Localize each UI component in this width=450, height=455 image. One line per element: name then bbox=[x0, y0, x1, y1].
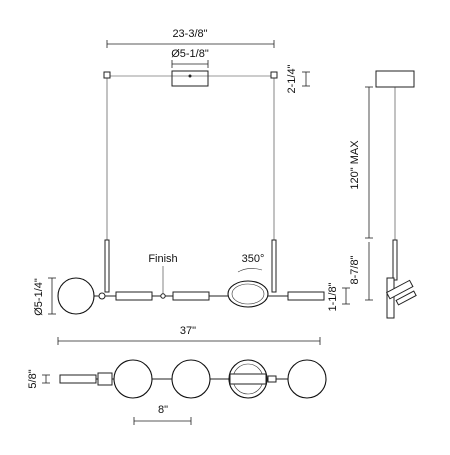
finish-label: Finish bbox=[148, 253, 177, 265]
globe-diameter-label: Ø5-1/4" bbox=[33, 278, 45, 316]
rotation-label: 350° bbox=[242, 253, 265, 265]
depth-label: 5/8" bbox=[27, 369, 39, 388]
total-width-label: 37" bbox=[180, 325, 196, 337]
globe-front-left bbox=[57, 277, 95, 315]
sleeve-2 bbox=[172, 291, 210, 301]
plan-sleeve bbox=[59, 374, 97, 384]
canopy-width-label: 23-3/8" bbox=[172, 28, 207, 40]
globe-plan-4 bbox=[287, 359, 327, 399]
sleeve-1 bbox=[115, 291, 153, 301]
canopy-diameter-label: Ø5-1/8" bbox=[171, 48, 209, 60]
side-height-label: 8-7/8" bbox=[349, 255, 361, 284]
front-elevation: 23-3/8" Ø5-1/8" 2-1/4" Finish 350° bbox=[33, 28, 350, 345]
canopy-height-label: 2-1/4" bbox=[286, 64, 298, 93]
side-elevation: 120" MAX 8-7/8" bbox=[349, 70, 417, 319]
globe-plan-2 bbox=[171, 359, 211, 399]
canopy bbox=[171, 70, 209, 87]
plan-view: 5/8" 8" bbox=[27, 359, 327, 425]
spacing-label: 8" bbox=[158, 404, 168, 416]
bar-height-label: 1-1/8" bbox=[327, 282, 339, 311]
globe-front-rotated bbox=[227, 280, 269, 308]
rotation-arrow-icon bbox=[237, 268, 263, 273]
side-canopy bbox=[375, 70, 415, 88]
globe-plan-1 bbox=[113, 359, 153, 399]
sleeve-3 bbox=[287, 291, 325, 301]
max-height-label: 120" MAX bbox=[349, 140, 361, 190]
side-arm bbox=[385, 279, 414, 300]
